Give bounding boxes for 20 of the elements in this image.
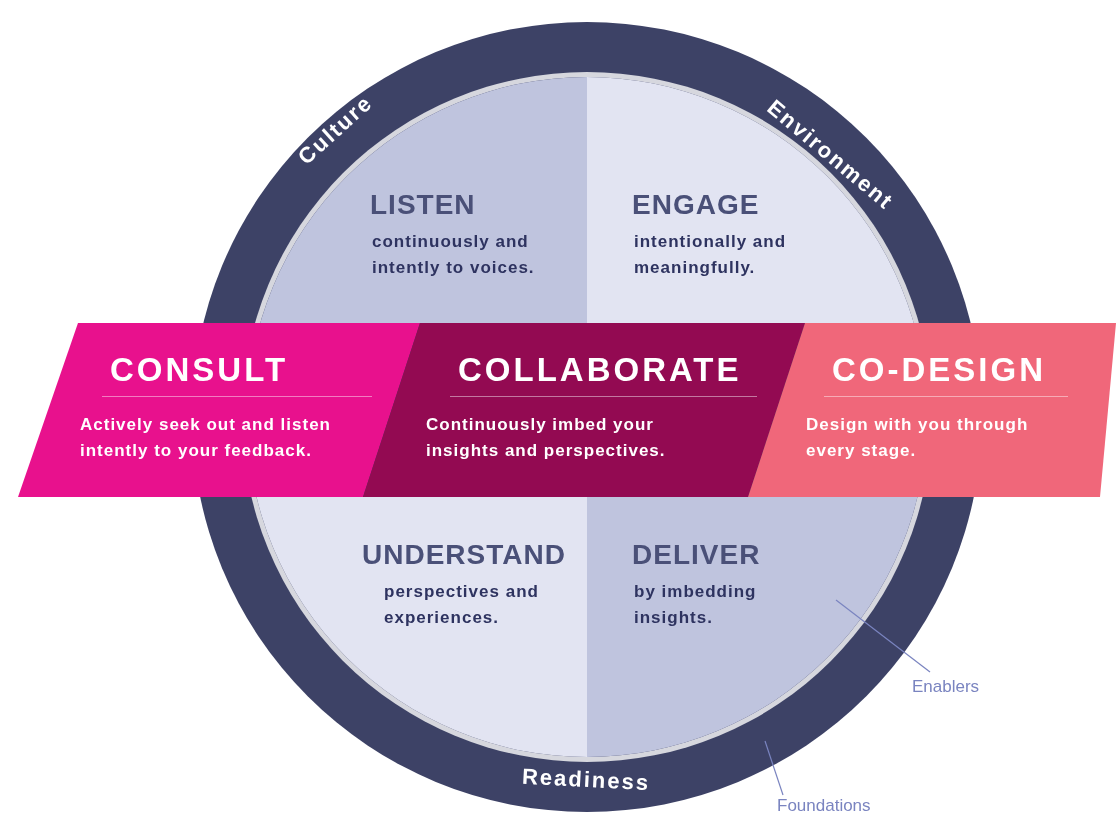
quadrant-heading: ENGAGE bbox=[632, 189, 760, 221]
band-text: Design with you through every stage. bbox=[806, 414, 1030, 462]
quadrant-heading: UNDERSTAND bbox=[362, 539, 566, 571]
quadrant-text: intentionally and meaningfully. bbox=[634, 231, 788, 279]
band-text: Continuously imbed your insights and perspectives. bbox=[426, 414, 667, 462]
callout-label: Enablers bbox=[912, 677, 980, 697]
leader-line bbox=[835, 599, 931, 673]
quadrant-text: by imbedding insights. bbox=[634, 581, 758, 629]
band-heading: CO-DESIGN bbox=[832, 351, 1046, 389]
band-heading: CONSULT bbox=[110, 351, 289, 389]
quadrant-heading: LISTEN bbox=[370, 189, 476, 221]
quadrant-text: perspectives and experiences. bbox=[384, 581, 540, 629]
quadrant-text: continuously and intently to voices. bbox=[372, 231, 536, 279]
band-text: Actively seek out and listen intently to your feedback. bbox=[80, 414, 332, 462]
band-heading: COLLABORATE bbox=[458, 351, 742, 389]
leader-line bbox=[764, 740, 784, 796]
band-segment bbox=[748, 323, 1116, 497]
quadrant-heading: DELIVER bbox=[632, 539, 761, 571]
ring-label: Readiness bbox=[521, 763, 651, 797]
callout-label: Foundations bbox=[777, 796, 871, 816]
